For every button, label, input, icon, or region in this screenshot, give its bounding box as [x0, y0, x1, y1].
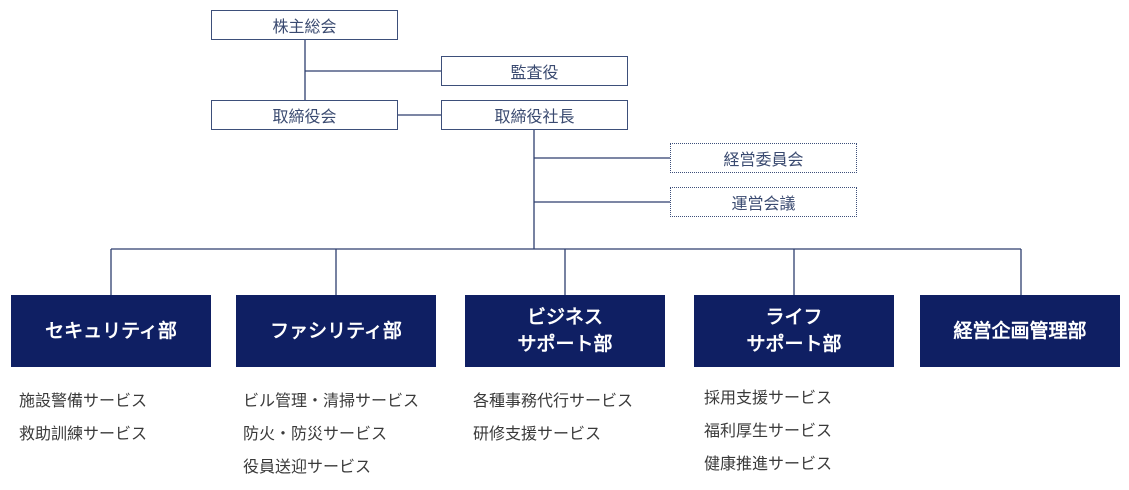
- dept-name-line: セキュリティ部: [45, 319, 177, 342]
- list-item: 施設警備サービス: [19, 391, 148, 410]
- list-item: ビル管理・清掃サービス: [243, 391, 420, 410]
- management-committee-box: 経営委員会: [670, 143, 857, 173]
- management-committee-label: 経営委員会: [723, 150, 804, 169]
- dept-name-line: 経営企画管理部: [953, 319, 1087, 342]
- security-services-list: 施設警備サービス 救助訓練サービス: [19, 384, 147, 450]
- dept-name-line: サポート部: [746, 333, 842, 355]
- dept-name-line: ビジネス: [526, 306, 603, 328]
- dept-corporate-planning: 経営企画管理部: [920, 295, 1120, 367]
- list-item: 健康推進サービス: [704, 454, 833, 473]
- shareholders-meeting-box: 株主総会: [211, 10, 398, 40]
- list-item: 採用支援サービス: [704, 388, 833, 407]
- list-item: 防火・防災サービス: [243, 424, 388, 443]
- list-item: 各種事務代行サービス: [473, 391, 634, 410]
- auditor-box: 監査役: [441, 56, 628, 86]
- operations-meeting-label: 運営会議: [731, 194, 796, 213]
- list-item: 救助訓練サービス: [19, 424, 148, 443]
- dept-life-support: ライフ サポート部: [694, 295, 894, 367]
- president-label: 取締役社長: [494, 107, 575, 126]
- shareholders-label: 株主総会: [272, 17, 337, 36]
- business-support-services-list: 各種事務代行サービス 研修支援サービス: [473, 384, 633, 450]
- president-box: 取締役社長: [441, 100, 628, 130]
- list-item: 福利厚生サービス: [704, 421, 833, 440]
- dept-name-line: サポート部: [517, 333, 613, 355]
- operations-meeting-box: 運営会議: [670, 187, 857, 217]
- life-support-services-list: 採用支援サービス 福利厚生サービス 健康推進サービス: [704, 381, 832, 480]
- dept-name-line: ライフ: [765, 306, 823, 328]
- dept-business-support: ビジネス サポート部: [465, 295, 665, 367]
- list-item: 役員送迎サービス: [243, 457, 372, 476]
- facility-services-list: ビル管理・清掃サービス 防火・防災サービス 役員送迎サービス: [243, 384, 419, 483]
- list-item: 研修支援サービス: [473, 424, 602, 443]
- auditor-label: 監査役: [510, 63, 559, 82]
- dept-name-line: ファシリティ部: [270, 319, 402, 342]
- board-label: 取締役会: [272, 107, 337, 126]
- board-of-directors-box: 取締役会: [211, 100, 398, 130]
- dept-facility: ファシリティ部: [236, 295, 436, 367]
- dept-security: セキュリティ部: [11, 295, 211, 367]
